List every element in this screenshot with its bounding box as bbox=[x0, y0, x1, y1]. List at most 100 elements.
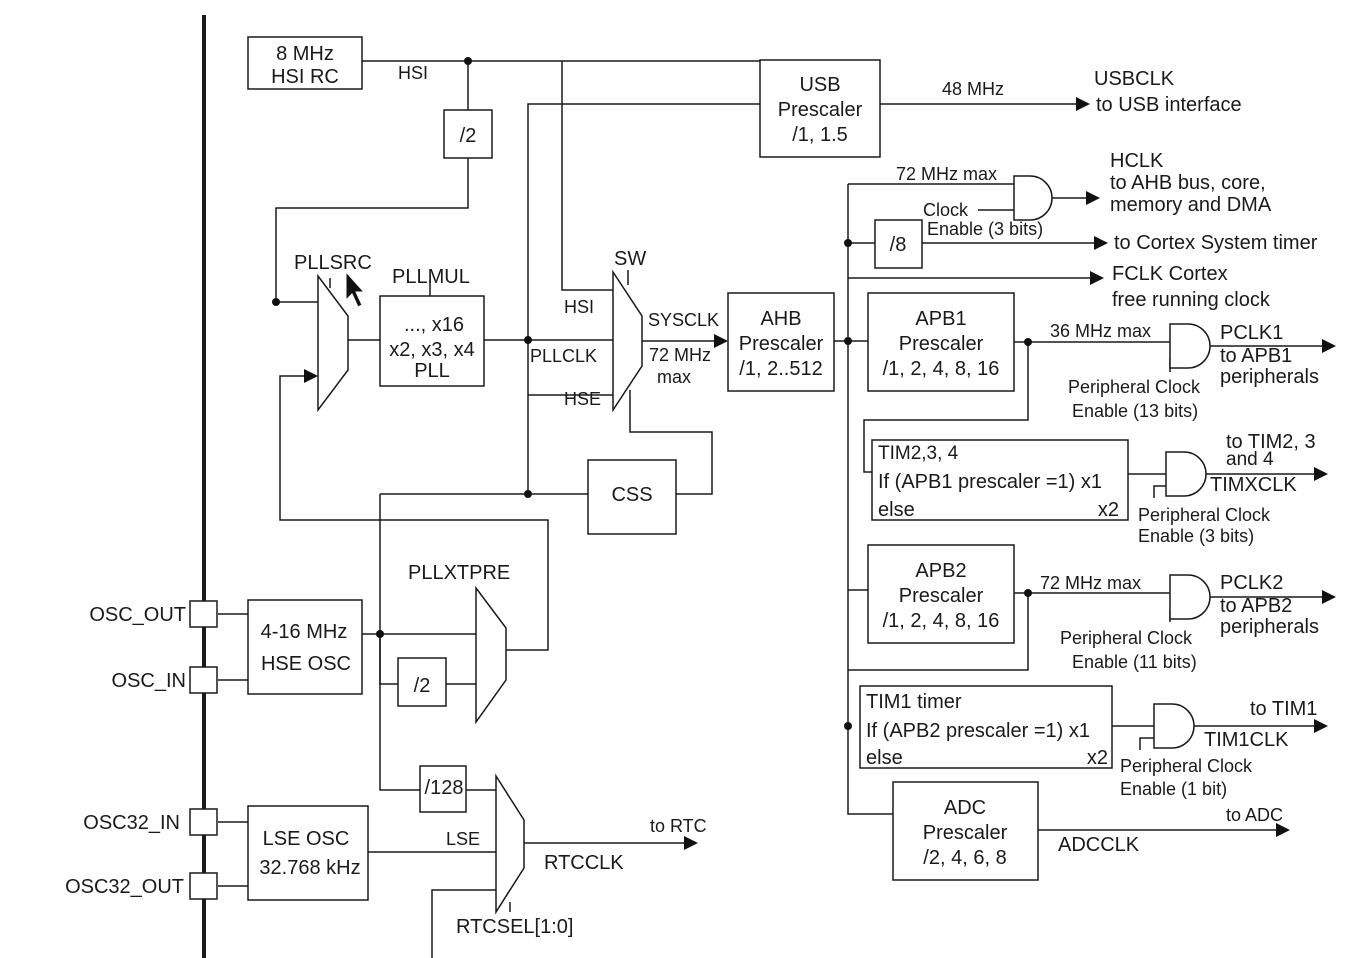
apb2-max: 72 MHz max bbox=[1040, 573, 1141, 593]
hclk-dest-line1: to AHB bus, core, bbox=[1110, 172, 1266, 194]
lse-osc-line2: 32.768 kHz bbox=[259, 857, 360, 879]
sysclk-label: SYSCLK bbox=[648, 310, 719, 330]
rtcsel-mux bbox=[495, 773, 525, 915]
tim1-dest-label: to TIM1 bbox=[1250, 698, 1317, 720]
pllxtpre-mux bbox=[475, 585, 507, 725]
pclk1-label: PCLK1 bbox=[1220, 322, 1283, 344]
arrowheads bbox=[304, 97, 1336, 850]
usb-frequency: 48 MHz bbox=[942, 79, 1004, 99]
tim234-dest-line2: and 4 bbox=[1226, 449, 1274, 470]
tim1-line3: else bbox=[866, 747, 903, 769]
hsi-rc-line1: 8 MHz bbox=[276, 43, 334, 65]
apb1-prescaler-box bbox=[867, 292, 1015, 392]
hse-div2-box bbox=[397, 657, 447, 707]
adc-prescaler-line2: Prescaler bbox=[923, 822, 1008, 844]
pllmul-label: PLLMUL bbox=[392, 266, 470, 288]
ahb-prescaler-line3: /1, 2..512 bbox=[739, 358, 822, 380]
hse-div2-label: /2 bbox=[414, 675, 431, 697]
wires bbox=[218, 60, 1322, 958]
tim234-pce-line1: Peripheral Clock bbox=[1138, 505, 1271, 525]
apb2-pce-line2: Enable (11 bits) bbox=[1072, 652, 1197, 672]
css-box bbox=[587, 459, 677, 535]
adcclk-label: ADCCLK bbox=[1058, 834, 1140, 856]
apb2-pce-line1: Peripheral Clock bbox=[1060, 628, 1193, 648]
ahb-prescaler-box bbox=[727, 292, 835, 392]
pllsrc-mux bbox=[317, 273, 349, 413]
pll-box bbox=[379, 295, 485, 387]
osc32-out-pin bbox=[189, 872, 218, 900]
rtcsel-label: RTCSEL[1:0] bbox=[456, 916, 573, 938]
hsi-signal-label: HSI bbox=[398, 63, 428, 83]
tim234-x2: x2 bbox=[1098, 499, 1119, 521]
pll-line1: ..., x16 bbox=[404, 314, 464, 336]
tim234-pce-line2: Enable (3 bits) bbox=[1138, 526, 1254, 546]
hclk-max: 72 MHz max bbox=[896, 164, 997, 184]
apb1-max: 36 MHz max bbox=[1050, 321, 1151, 341]
tim234-line1: TIM2,3, 4 bbox=[878, 443, 959, 464]
apb1-pce-line2: Enable (13 bits) bbox=[1072, 401, 1198, 421]
tim234-line3: else bbox=[878, 499, 915, 521]
junction-dots bbox=[272, 57, 1032, 730]
hclk-dest-line2: memory and DMA bbox=[1110, 194, 1272, 216]
adc-prescaler-line3: /2, 4, 6, 8 bbox=[923, 847, 1006, 869]
fclk-line1: FCLK Cortex bbox=[1112, 263, 1228, 285]
usb-prescaler-line1: USB bbox=[799, 74, 840, 96]
apb2-prescaler-line1: APB2 bbox=[915, 560, 966, 582]
tim1-pce-line1: Peripheral Clock bbox=[1120, 756, 1253, 776]
lse-signal-label: LSE bbox=[446, 829, 480, 849]
osc-out-label: OSC_OUT bbox=[89, 604, 186, 626]
osc32-in-pin bbox=[189, 808, 218, 836]
to-rtc-label: to RTC bbox=[650, 816, 707, 836]
tim1-multiplier-box bbox=[859, 685, 1113, 769]
hclk-label: HCLK bbox=[1110, 150, 1164, 172]
apb2-prescaler-line3: /1, 2, 4, 8, 16 bbox=[883, 610, 1000, 632]
rtcclk-label: RTCCLK bbox=[544, 852, 624, 874]
hsi-rc-line2: HSI RC bbox=[271, 66, 339, 88]
tim1clk-and-gate bbox=[1153, 703, 1195, 749]
ahb-prescaler-line1: AHB bbox=[760, 308, 801, 330]
osc-in-label: OSC_IN bbox=[112, 670, 186, 692]
adc-prescaler-line1: ADC bbox=[944, 797, 986, 819]
pclk2-and-gate bbox=[1169, 574, 1211, 620]
clock-enable-line2: Enable (3 bits) bbox=[927, 219, 1043, 239]
adc-prescaler-box bbox=[892, 781, 1039, 881]
pclk1-and-gate bbox=[1169, 323, 1211, 369]
pllsrc-label: PLLSRC bbox=[294, 252, 372, 274]
usb-prescaler-line2: Prescaler bbox=[778, 99, 863, 121]
usb-prescaler-box bbox=[759, 59, 881, 158]
pclk2-dest-line1: to APB2 bbox=[1220, 595, 1292, 617]
osc32-in-label: OSC32_IN bbox=[83, 812, 180, 834]
hse-osc-line1: 4-16 MHz bbox=[261, 621, 348, 643]
tim1-line2: If (APB2 prescaler =1) x1 bbox=[866, 720, 1090, 742]
mouse-cursor-icon bbox=[345, 270, 366, 308]
pllxtpre-label: PLLXTPRE bbox=[408, 562, 510, 584]
hsi-rc-box bbox=[247, 36, 363, 90]
lse-osc-line1: LSE OSC bbox=[263, 828, 350, 850]
usb-prescaler-line3: /1, 1.5 bbox=[792, 124, 848, 146]
apb1-prescaler-line3: /1, 2, 4, 8, 16 bbox=[883, 358, 1000, 380]
tim1-pce-line2: Enable (1 bit) bbox=[1120, 779, 1227, 799]
osc-in-pin bbox=[189, 666, 218, 694]
apb1-prescaler-line2: Prescaler bbox=[899, 333, 984, 355]
tim1-line1: TIM1 timer bbox=[866, 691, 962, 713]
tim1-x2: x2 bbox=[1087, 747, 1108, 769]
pll-line2: x2, x3, x4 bbox=[389, 339, 475, 361]
sysclk-max-line2: max bbox=[657, 367, 691, 387]
apb1-prescaler-line1: APB1 bbox=[915, 308, 966, 330]
sysclk-max-line1: 72 MHz bbox=[649, 345, 711, 365]
pll-line3: PLL bbox=[414, 360, 450, 382]
pclk1-dest-line1: to APB1 bbox=[1220, 345, 1292, 367]
timxclk-label: TIMXCLK bbox=[1210, 474, 1297, 496]
css-label: CSS bbox=[611, 484, 652, 506]
sw-mux bbox=[612, 269, 643, 413]
sw-hse-input: HSE bbox=[564, 389, 601, 409]
ahb-prescaler-line2: Prescaler bbox=[739, 333, 824, 355]
hsi-div2-box bbox=[443, 109, 493, 159]
apb2-prescaler-line2: Prescaler bbox=[899, 585, 984, 607]
lse-osc-box bbox=[247, 805, 369, 901]
to-adc-label: to ADC bbox=[1226, 805, 1283, 825]
tim234-line2: If (APB1 prescaler =1) x1 bbox=[878, 471, 1102, 493]
apb1-pce-line1: Peripheral Clock bbox=[1068, 377, 1201, 397]
osc-out-pin bbox=[189, 600, 218, 628]
